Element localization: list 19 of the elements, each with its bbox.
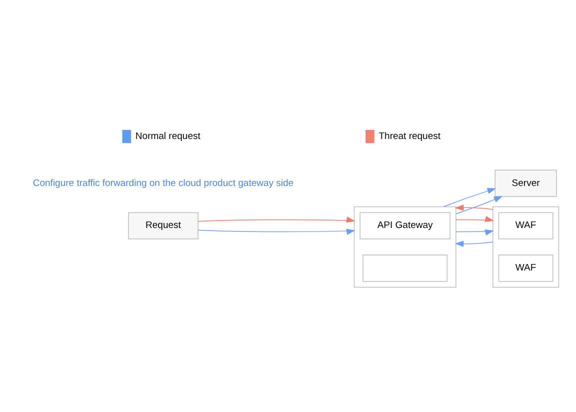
node-box: WAF — [498, 254, 554, 282]
arrow — [443, 188, 496, 208]
arrow — [456, 229, 494, 236]
legend-label: Normal request — [135, 130, 200, 142]
arrow — [454, 240, 494, 247]
node-box: Request — [128, 212, 198, 240]
arrow — [198, 216, 356, 223]
node-box: WAF — [498, 212, 554, 240]
node-box: API Gateway — [360, 212, 450, 240]
cluster — [492, 206, 560, 288]
arrow — [456, 216, 494, 222]
node-box: Server — [494, 170, 557, 197]
cluster — [354, 206, 456, 288]
label: Configure traffic forwarding on the cloud product gateway side — [32, 178, 294, 189]
arrow — [454, 204, 494, 211]
legend-label: Threat request — [378, 130, 441, 142]
arrow — [198, 228, 356, 235]
node-box — [362, 254, 448, 282]
arrow — [456, 196, 503, 214]
